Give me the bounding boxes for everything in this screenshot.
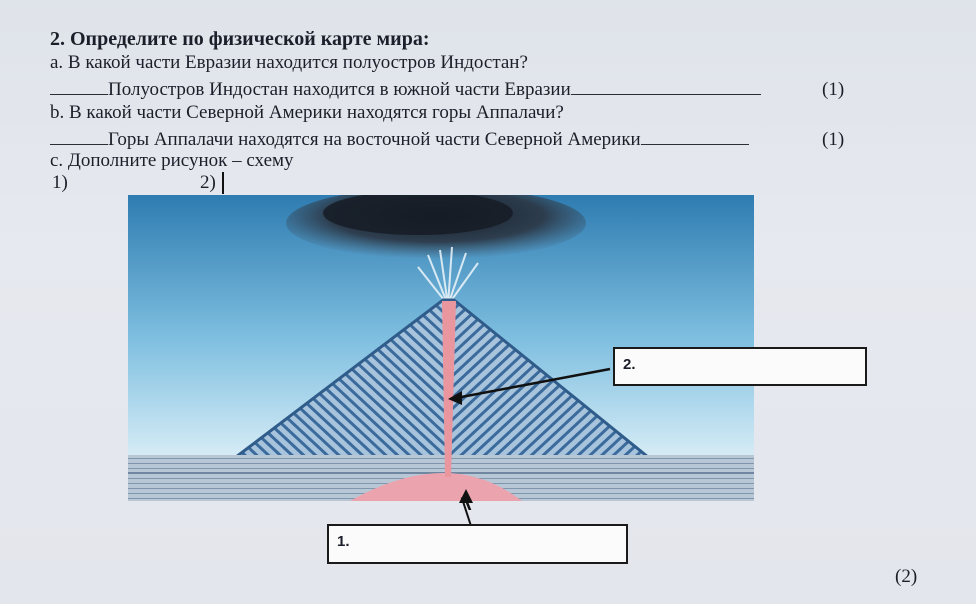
blank-line bbox=[640, 127, 749, 145]
label-box-1[interactable]: 1. bbox=[327, 524, 628, 564]
question-b: b. В какой части Северной Америки находя… bbox=[50, 102, 564, 123]
text-cursor[interactable] bbox=[222, 172, 224, 194]
label-2: 2. bbox=[623, 356, 636, 373]
arrow-2-head bbox=[448, 391, 462, 405]
answer-b: Горы Аппалачи находятся на восточной час… bbox=[108, 129, 641, 150]
label-box-2[interactable]: 2. bbox=[613, 347, 867, 386]
label-1: 1. bbox=[337, 533, 350, 550]
arrow-1-head bbox=[459, 489, 473, 503]
blank-line bbox=[50, 77, 108, 95]
task-title: 2. Определите по физической карте мира: bbox=[50, 28, 430, 50]
total-score: (2) bbox=[895, 566, 918, 587]
smoke-cloud bbox=[323, 195, 513, 235]
answer-b-row: Горы Аппалачи находятся на восточной час… bbox=[50, 127, 749, 151]
item-2: 2) bbox=[200, 172, 216, 193]
magma-chamber bbox=[350, 473, 522, 501]
item-1: 1) bbox=[52, 172, 68, 193]
blank-line bbox=[50, 127, 108, 145]
question-c: c. Дополните рисунок – схему bbox=[50, 150, 294, 171]
answer-a: Полуостров Индостан находится в южной ча… bbox=[108, 79, 571, 100]
score-a: (1) bbox=[822, 79, 845, 100]
score-b: (1) bbox=[822, 129, 845, 150]
answer-a-row: Полуостров Индостан находится в южной ча… bbox=[50, 77, 761, 101]
volcano-vent bbox=[442, 301, 456, 477]
volcano-outline bbox=[235, 298, 649, 459]
arrow-2 bbox=[455, 367, 611, 400]
question-a: a. В какой части Евразии находится полуо… bbox=[50, 52, 528, 73]
volcano-diagram bbox=[128, 195, 754, 510]
blank-line bbox=[570, 77, 761, 95]
